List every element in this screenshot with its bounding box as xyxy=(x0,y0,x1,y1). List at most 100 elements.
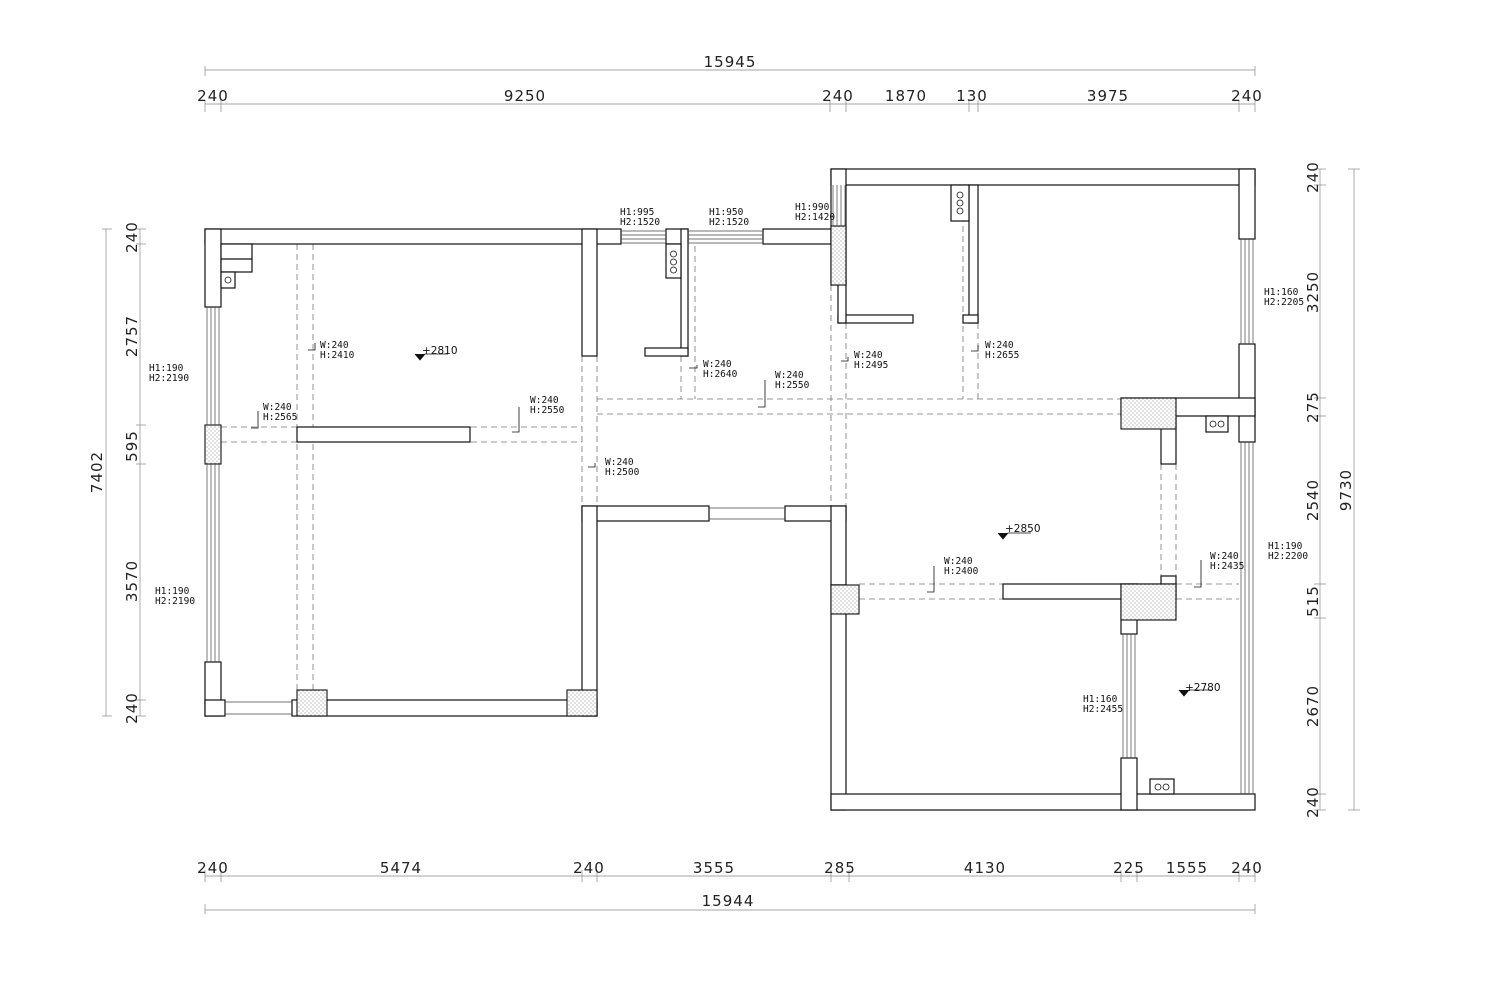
fixtures xyxy=(220,184,1229,795)
beam-width: W:240 xyxy=(263,402,292,413)
beam-width: W:240 xyxy=(530,395,559,406)
left-dim-2: 2757 xyxy=(123,315,141,357)
beam-height: H:2500 xyxy=(605,467,640,478)
left-total-dim: 7402 xyxy=(88,451,106,493)
beam-height: H:2435 xyxy=(1210,561,1244,572)
right-dim-3: 275 xyxy=(1304,391,1322,423)
column-right-upper xyxy=(1120,397,1177,430)
pipe-shaft-icon xyxy=(665,243,682,279)
bottom-dim-7: 225 xyxy=(1113,859,1145,877)
level-marker-icon: +2850 xyxy=(997,523,1041,540)
column-top-mid xyxy=(830,225,847,286)
beam-width: W:240 xyxy=(1210,551,1239,562)
top-dimensions: 15945 240 9250 240 1870 130 3975 240 xyxy=(197,53,1262,112)
opening-h1: H1:990 xyxy=(795,202,830,213)
right-dim-6: 2670 xyxy=(1304,685,1322,727)
beam-annotations: W:240 H:2410 W:240 H:2565 W:240 H:2550 W… xyxy=(251,340,1244,593)
bottom-total-dim: 15944 xyxy=(702,892,755,910)
bottom-dim-1: 240 xyxy=(197,859,229,877)
bottom-dim-2: 5474 xyxy=(380,859,422,877)
level-value: +2780 xyxy=(1185,682,1221,694)
beam-height: H:2410 xyxy=(320,350,355,361)
window-top-3 xyxy=(832,185,846,226)
opening-h2: H2:2190 xyxy=(149,373,189,384)
opening-middle-room xyxy=(709,507,785,520)
beam-height: H:2640 xyxy=(703,369,738,380)
beam-width: W:240 xyxy=(320,340,349,351)
window-left-upper xyxy=(206,307,220,425)
columns xyxy=(204,225,1177,717)
beam-width: W:240 xyxy=(985,340,1014,351)
right-dim-2: 3250 xyxy=(1304,271,1322,313)
beam-width: W:240 xyxy=(854,350,883,361)
level-value: +2810 xyxy=(422,345,458,357)
opening-h1: H1:160 xyxy=(1083,694,1118,705)
right-dim-1: 240 xyxy=(1304,161,1322,193)
top-dim-6: 3975 xyxy=(1087,87,1129,105)
pipe-shaft-icon xyxy=(1205,415,1229,433)
column-left xyxy=(204,424,222,465)
top-dim-5: 130 xyxy=(956,87,988,105)
column-right-lower xyxy=(1120,583,1177,621)
right-dimensions: 240 3250 275 2540 515 2670 240 9730 xyxy=(1304,161,1360,818)
windows xyxy=(206,185,1254,794)
window-left-lower xyxy=(206,464,220,662)
beam-height: H:2550 xyxy=(530,405,565,416)
beam-height: H:2550 xyxy=(775,380,810,391)
window-top-1 xyxy=(621,230,666,244)
level-marker-icon: +2780 xyxy=(1178,682,1221,697)
level-marker-icon: +2810 xyxy=(414,345,458,361)
top-dim-1: 240 xyxy=(197,87,229,105)
beam-width: W:240 xyxy=(605,457,634,468)
beam-height: H:2655 xyxy=(985,350,1019,361)
opening-h1: H1:190 xyxy=(1268,541,1303,552)
beam-width: W:240 xyxy=(944,556,973,567)
bottom-dim-8: 1555 xyxy=(1166,859,1208,877)
beam-height: H:2565 xyxy=(263,412,297,423)
column-bottom-mid xyxy=(566,689,598,717)
bottom-dim-9: 240 xyxy=(1231,859,1263,877)
opening-h2: H2:1420 xyxy=(795,212,835,223)
window-top-2 xyxy=(688,230,763,244)
top-dim-3: 240 xyxy=(822,87,854,105)
opening-h1: H1:190 xyxy=(155,586,190,597)
bottom-dim-3: 240 xyxy=(573,859,605,877)
opening-h2: H2:2455 xyxy=(1083,704,1123,715)
left-dim-3: 595 xyxy=(123,430,141,462)
level-markers: +2810 +2850 +2780 xyxy=(414,345,1221,697)
opening-h2: H2:2205 xyxy=(1264,297,1304,308)
left-dim-5: 240 xyxy=(123,692,141,724)
opening-h2: H2:1520 xyxy=(620,217,660,228)
top-total-dim: 15945 xyxy=(704,53,757,71)
pipe-shaft-icon xyxy=(950,184,970,222)
window-inner-lower xyxy=(1122,634,1136,758)
opening-h2: H2:1520 xyxy=(709,217,749,228)
right-dim-7: 240 xyxy=(1304,786,1322,818)
column-bottom-left xyxy=(296,689,328,717)
column-right-lower-left xyxy=(830,584,860,615)
bottom-dim-4: 3555 xyxy=(693,859,735,877)
bottom-dimensions: 240 5474 240 3555 285 4130 225 1555 240 … xyxy=(197,859,1263,914)
right-dim-4: 2540 xyxy=(1304,479,1322,521)
beam-width: W:240 xyxy=(775,370,804,381)
opening-h2: H2:2190 xyxy=(155,596,195,607)
opening-annotations: H1:190 H2:2190 H1:190 H2:2190 H1:995 H2:… xyxy=(149,202,1308,715)
opening-h1: H1:950 xyxy=(709,207,744,218)
beam-height: H:2400 xyxy=(944,566,979,577)
window-right-lower xyxy=(1240,442,1254,794)
left-dimensions: 7402 240 2757 595 3570 240 xyxy=(88,221,146,724)
beam-height: H:2495 xyxy=(854,360,888,371)
bottom-dim-6: 4130 xyxy=(964,859,1006,877)
level-value: +2850 xyxy=(1005,523,1041,535)
left-dim-1: 240 xyxy=(123,221,141,253)
pipe-shaft-icon xyxy=(1149,778,1175,795)
top-dim-2: 9250 xyxy=(504,87,546,105)
top-dim-4: 1870 xyxy=(885,87,927,105)
bottom-dim-5: 285 xyxy=(824,859,856,877)
opening-h1: H1:995 xyxy=(620,207,654,218)
right-total-dim: 9730 xyxy=(1337,469,1355,511)
corner-fixture-icon xyxy=(220,243,253,289)
left-dim-4: 3570 xyxy=(123,560,141,602)
opening-h1: H1:160 xyxy=(1264,287,1299,298)
opening-bottom-left xyxy=(225,701,292,715)
